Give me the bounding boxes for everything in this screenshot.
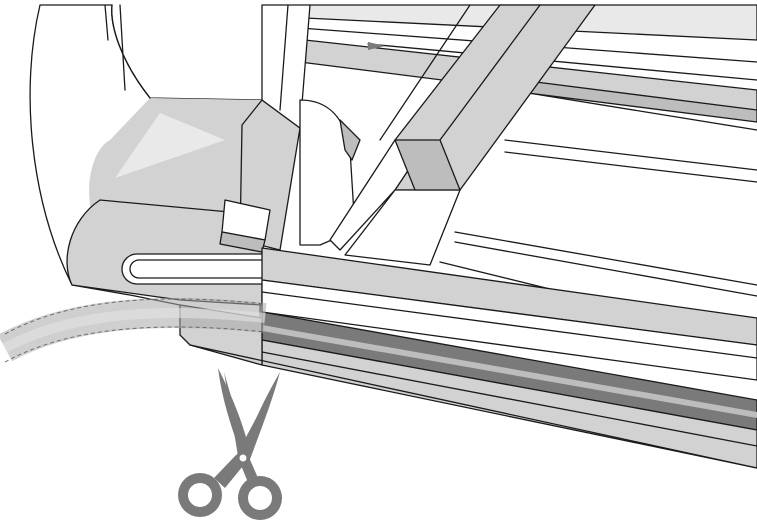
scissors-icon — [178, 368, 282, 520]
front-bar-face — [261, 279, 757, 381]
cable-guide-slot — [121, 253, 281, 285]
diagonal-arm — [329, 4, 596, 266]
front-pillar — [219, 4, 311, 253]
media-cable — [0, 298, 267, 363]
housing-highlight — [115, 113, 225, 178]
front-bar-top — [261, 247, 757, 346]
carriage-block — [299, 99, 361, 246]
rail-arrow-marker — [368, 42, 385, 50]
front-bar — [179, 247, 757, 469]
